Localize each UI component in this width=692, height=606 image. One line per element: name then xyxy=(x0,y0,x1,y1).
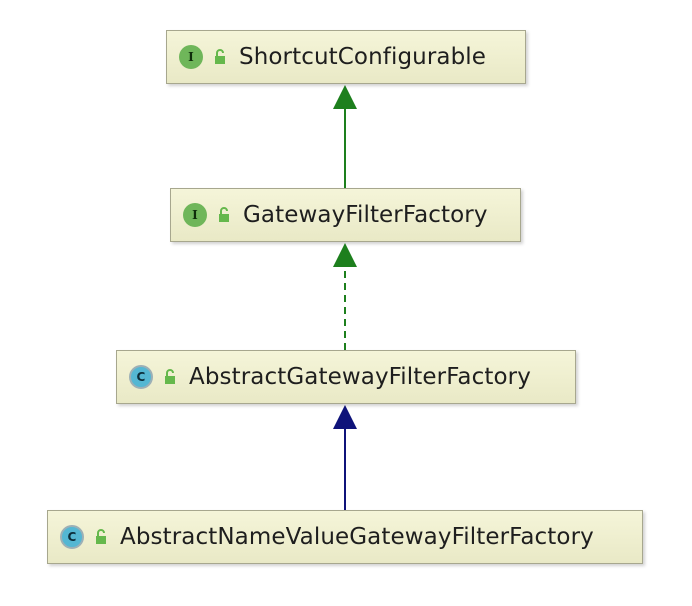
node-label: ShortcutConfigurable xyxy=(239,43,487,70)
arrowhead-extends xyxy=(333,405,357,429)
node-abstract-gateway-filter-factory[interactable]: C AbstractGatewayFilterFactory xyxy=(116,350,576,404)
class-icon: C xyxy=(60,525,84,549)
unlocked-padlock-icon xyxy=(219,207,229,222)
arrowhead-implements xyxy=(333,243,357,267)
node-gateway-filter-factory[interactable]: I GatewayFilterFactory xyxy=(170,188,521,242)
node-shortcut-configurable[interactable]: I ShortcutConfigurable xyxy=(166,30,526,84)
node-label: GatewayFilterFactory xyxy=(243,201,488,228)
node-abstract-name-value-gateway-filter-factory[interactable]: C AbstractNameValueGatewayFilterFactory xyxy=(47,510,643,564)
interface-icon: I xyxy=(183,203,207,227)
unlocked-padlock-icon xyxy=(165,369,175,384)
arrowhead-extends xyxy=(333,85,357,109)
class-icon: C xyxy=(129,365,153,389)
unlocked-padlock-icon xyxy=(96,529,106,544)
unlocked-padlock-icon xyxy=(215,49,225,64)
node-label: AbstractNameValueGatewayFilterFactory xyxy=(120,523,594,550)
interface-icon: I xyxy=(179,45,203,69)
node-label: AbstractGatewayFilterFactory xyxy=(189,363,531,390)
